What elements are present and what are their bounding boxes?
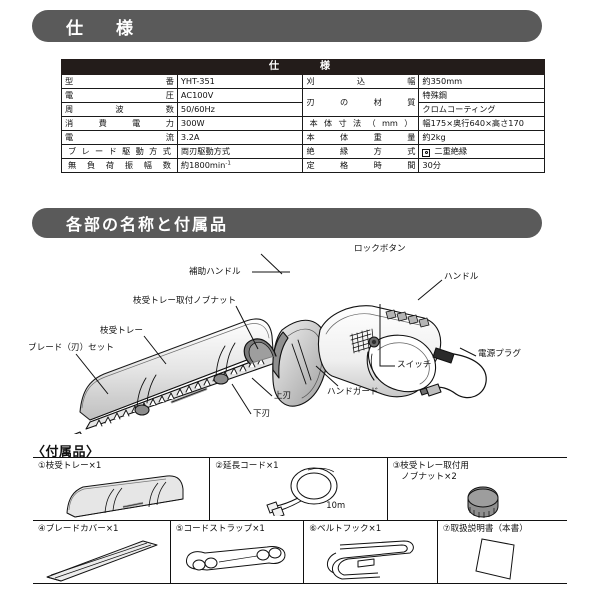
diagram-label-lock-button: ロックボタン <box>354 244 406 254</box>
spec-value-frequency: 50/60Hz <box>176 102 304 117</box>
spec-table: 仕 様 型番 YHT-351 刈込幅 約350mm 電圧 AC100V 刃の材質… <box>61 59 545 173</box>
accessories-row: ①枝受トレー×1 <box>33 458 567 521</box>
section-header-parts-label: 各部の名称と付属品 <box>66 215 229 234</box>
spec-value-rated-time: 30分 <box>418 158 545 173</box>
spec-value-insulation-text: 二重絶縁 <box>434 145 468 156</box>
diagram-label-lower-blade: 下刃 <box>253 409 271 419</box>
spec-table-title: 仕 様 <box>61 59 545 75</box>
diagram-label-handle: ハンドル <box>444 272 479 282</box>
accessory-item-cord-strap: ⑤コードストラップ×1 <box>171 521 305 583</box>
stroke-rate-superscript: -1 <box>225 160 231 167</box>
spec-value-blade-drive: 両刃駆動方式 <box>176 144 304 159</box>
spec-value-insulation: 二重絶縁 <box>418 144 545 159</box>
spec-table-wrap: 仕 様 型番 YHT-351 刈込幅 約350mm 電圧 AC100V 刃の材質… <box>61 59 545 173</box>
spec-label-blade-material: 刃の材質 <box>302 88 420 117</box>
spec-label-frequency: 周波数 <box>61 102 178 117</box>
diagram-label-power-plug: 電源プラグ <box>478 349 521 359</box>
diagram-label-branch-tray: 枝受トレー <box>100 326 143 336</box>
table-row: 電圧 AC100V 刃の材質 特殊鋼 <box>61 88 545 117</box>
spec-value-cut-width: 約350mm <box>418 74 545 89</box>
spec-value-voltage: AC100V <box>176 88 304 103</box>
spec-value-model: YHT-351 <box>176 74 304 89</box>
spec-label-cut-width: 刈込幅 <box>302 74 420 89</box>
accessory-caption: ③枝受トレー取付用 ノブナット×2 <box>392 461 470 482</box>
accessory-caption: ⑦取扱説明書（本書） <box>442 524 528 534</box>
spec-value-stroke-rate: 約1800min-1 <box>176 158 304 173</box>
accessory-extra-length: 10m <box>326 500 346 510</box>
spec-value-blade-material-1: 特殊鋼 <box>418 88 545 103</box>
section-header-spec-label: 仕 様 <box>66 18 141 39</box>
spec-value-stroke-rate-text: 約1800min <box>180 160 226 171</box>
diagram-label-tray-knob-nut: 枝受トレー取付ノブナット <box>133 296 237 306</box>
section-header-parts: 各部の名称と付属品 <box>32 208 542 238</box>
spec-label-insulation: 絶縁方式 <box>302 144 420 159</box>
spec-label-blade-drive: ブレード駆動方式 <box>61 144 178 159</box>
spec-label-current: 電流 <box>61 130 178 145</box>
diagram-label-blade-set: ブレード（刃）セット <box>28 343 114 353</box>
accessory-caption: ⑥ベルトフック×1 <box>309 524 382 534</box>
accessory-item-blade-cover: ④ブレードカバー×1 <box>33 521 171 583</box>
spec-label-weight: 本体重量 <box>302 130 420 145</box>
accessory-item-belt-hook: ⑥ベルトフック×1 <box>304 521 438 583</box>
diagram-label-hand-guard: ハンドガード <box>327 387 379 397</box>
spec-label-dimensions: 本体寸法（mm） <box>302 116 420 131</box>
spec-value-dimensions: 幅175×奥行640×高さ170 <box>418 116 545 131</box>
diagram-label-upper-blade: 上刃 <box>274 391 292 401</box>
spec-label-power: 消費電力 <box>61 116 178 131</box>
accessories-title: 〈付属品〉 <box>32 445 100 460</box>
double-insulation-icon <box>422 148 431 157</box>
spec-label-voltage: 電圧 <box>61 88 178 103</box>
diagram-label-sub-handle: 補助ハンドル <box>189 267 241 277</box>
accessory-item-manual: ⑦取扱説明書（本書） <box>438 521 567 583</box>
section-header-spec: 仕 様 <box>32 10 542 42</box>
spec-value-power: 300W <box>176 116 304 131</box>
spec-value-current: 3.2A <box>176 130 304 145</box>
accessory-caption: ①枝受トレー×1 <box>38 461 102 471</box>
table-row: ブレード駆動方式 両刃駆動方式 絶縁方式 二重絶縁 <box>61 144 545 159</box>
accessory-item-branch-tray: ①枝受トレー×1 <box>33 458 211 520</box>
spec-value-weight: 約2kg <box>418 130 545 145</box>
parts-diagram: ロックボタン ハンドル 補助ハンドル 枝受トレー取付ノブナット 枝受トレー ブレ… <box>20 244 580 434</box>
table-row: 消費電力 300W 本体寸法（mm） 幅175×奥行640×高さ170 <box>61 116 545 131</box>
accessories-grid: ①枝受トレー×1 <box>33 457 567 584</box>
accessory-item-extension-cord: ②延長コード×1 10m <box>210 458 388 520</box>
table-row: 周波数 50/60Hz クロムコーティング <box>61 102 545 117</box>
diagram-label-switch: スイッチ <box>397 360 432 370</box>
table-row: 型番 YHT-351 刈込幅 約350mm <box>61 74 545 89</box>
table-row: 電流 3.2A 本体重量 約2kg <box>61 130 545 145</box>
spec-value-blade-material-2: クロムコーティング <box>418 102 545 117</box>
spec-table-title-row: 仕 様 <box>61 59 545 75</box>
hedge-trimmer-illustration <box>73 305 487 434</box>
accessory-caption: ②延長コード×1 <box>215 461 279 471</box>
accessory-item-knob-nut: ③枝受トレー取付用 ノブナット×2 <box>388 458 567 520</box>
table-row: 無負荷振幅数 約1800min-1 定格時間 30分 <box>61 158 545 173</box>
accessory-caption: ④ブレードカバー×1 <box>38 524 119 534</box>
callout-leader-lines <box>75 253 477 415</box>
spec-label-rated-time: 定格時間 <box>302 158 420 173</box>
accessories-row: ④ブレードカバー×1 ⑤コードストラップ×1 <box>33 521 567 583</box>
accessory-caption: ⑤コードストラップ×1 <box>175 524 265 534</box>
spec-label-model: 型番 <box>61 74 178 89</box>
spec-label-stroke-rate: 無負荷振幅数 <box>61 158 178 173</box>
